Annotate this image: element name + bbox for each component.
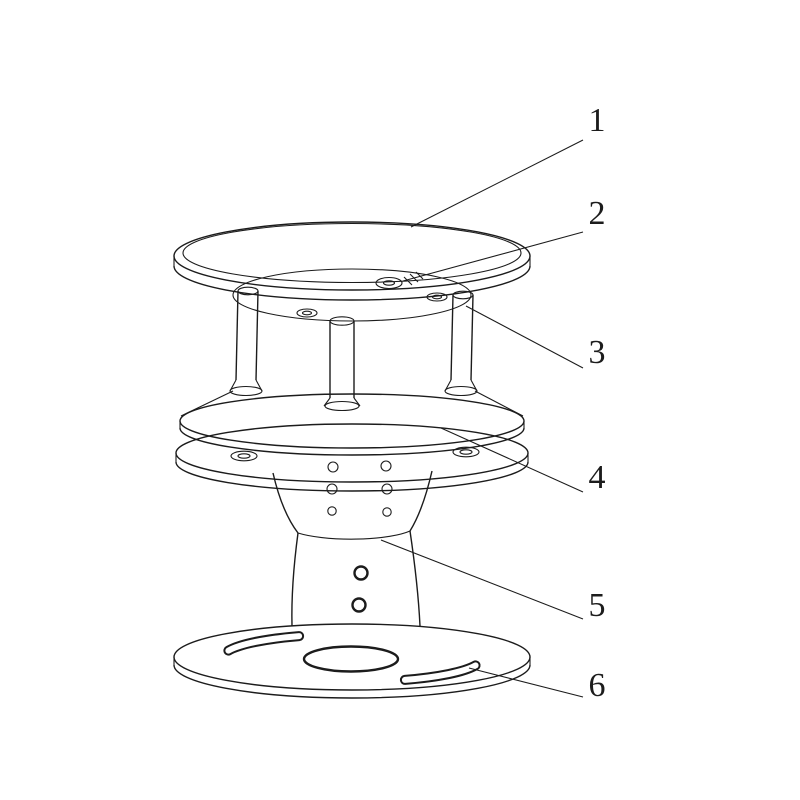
- flange-rim: [173, 664, 531, 699]
- lower-ring-edge: [175, 423, 529, 483]
- vent-hole: [327, 506, 337, 516]
- top-cap-inner-edge: [182, 222, 522, 284]
- plate-hole-center: [431, 294, 443, 300]
- transducer-port: [375, 276, 403, 290]
- callouts: 1 2 3 4 5 6: [380, 102, 606, 704]
- support-posts: [229, 286, 478, 412]
- transducer-plate-edge: [232, 268, 472, 322]
- post-edge: [255, 290, 259, 381]
- mounting-flange: [173, 623, 531, 699]
- body-edge-upper-left: [272, 472, 299, 534]
- plate-hole-center: [301, 310, 313, 316]
- lower-ring-rim: [175, 461, 529, 492]
- transducer-plate: [232, 268, 472, 322]
- callout-4-leader: [440, 427, 584, 493]
- callout-4: 4: [589, 459, 606, 496]
- top-cap: [173, 221, 531, 301]
- sensor-body: [272, 460, 433, 627]
- flange-edge: [173, 623, 531, 691]
- vent-hole: [327, 461, 339, 473]
- post-edge: [235, 290, 239, 381]
- hatch-mark: [403, 276, 413, 286]
- callout-6-leader: [468, 667, 584, 698]
- vent-hole: [381, 483, 393, 495]
- body-edge-lower-right: [409, 530, 421, 627]
- post-edge: [470, 294, 474, 381]
- flange-slot-right-bore: [401, 662, 479, 683]
- reflector-stack: [175, 390, 529, 492]
- support-post-left: [229, 286, 263, 397]
- transducer-port-center: [382, 280, 396, 286]
- callout-3: 3: [589, 334, 606, 371]
- ring-bolt-hole: [459, 449, 473, 455]
- flange-slot-left-bore: [225, 633, 303, 654]
- callout-2-leader: [402, 231, 584, 282]
- upper-ring-rim: [179, 427, 525, 456]
- plate-hole: [296, 308, 318, 318]
- body-edge-upper-right: [409, 470, 433, 532]
- post-base: [444, 385, 478, 397]
- support-post-center: [323, 316, 361, 412]
- post-base: [324, 400, 360, 412]
- post-base: [229, 385, 263, 397]
- callout-1-leader: [410, 139, 584, 228]
- vent-hole: [380, 460, 392, 472]
- callout-6: 6: [589, 667, 606, 704]
- post-edge: [450, 294, 454, 381]
- vent-hole: [326, 483, 338, 495]
- ring-bolt-boss: [452, 446, 480, 458]
- top-cap-rim: [173, 265, 531, 301]
- callout-1: 1: [589, 102, 606, 139]
- hatch-mark: [415, 271, 424, 280]
- ring-bolt-boss: [230, 450, 258, 462]
- callout-3-leader: [465, 305, 584, 369]
- callout-2: 2: [589, 195, 606, 232]
- vent-hole: [382, 507, 392, 517]
- body-bolt-hole: [351, 597, 367, 613]
- body-edge-lower-left: [291, 532, 299, 627]
- flange-center-hole: [302, 645, 400, 673]
- support-post-right: [444, 290, 478, 397]
- top-cap-outer-edge: [173, 221, 531, 291]
- body-bolt-hole: [353, 565, 369, 581]
- body-seam: [297, 530, 411, 540]
- callout-5: 5: [589, 587, 606, 624]
- ring-bolt-hole: [237, 453, 251, 459]
- plate-hole: [426, 292, 448, 302]
- callout-5-leader: [380, 539, 584, 620]
